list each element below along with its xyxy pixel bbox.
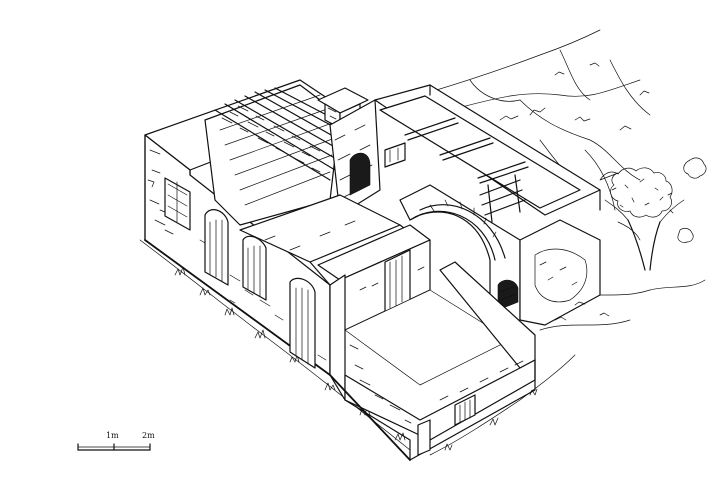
- partition-wall: [329, 99, 381, 216]
- facade-openings: [164, 177, 316, 369]
- right-upper-room: [374, 84, 601, 223]
- roof-beams: [204, 84, 341, 226]
- scale-tick-2m: 2m: [142, 431, 155, 440]
- scale-tick-1m: 1m: [106, 431, 119, 440]
- hillside-rocks: [429, 29, 706, 331]
- ground-vegetation: [139, 239, 576, 456]
- olive-tree: [599, 157, 707, 271]
- front-lower-room: [317, 224, 536, 461]
- right-lower-room: [519, 219, 601, 326]
- scale-bar: [77, 443, 151, 451]
